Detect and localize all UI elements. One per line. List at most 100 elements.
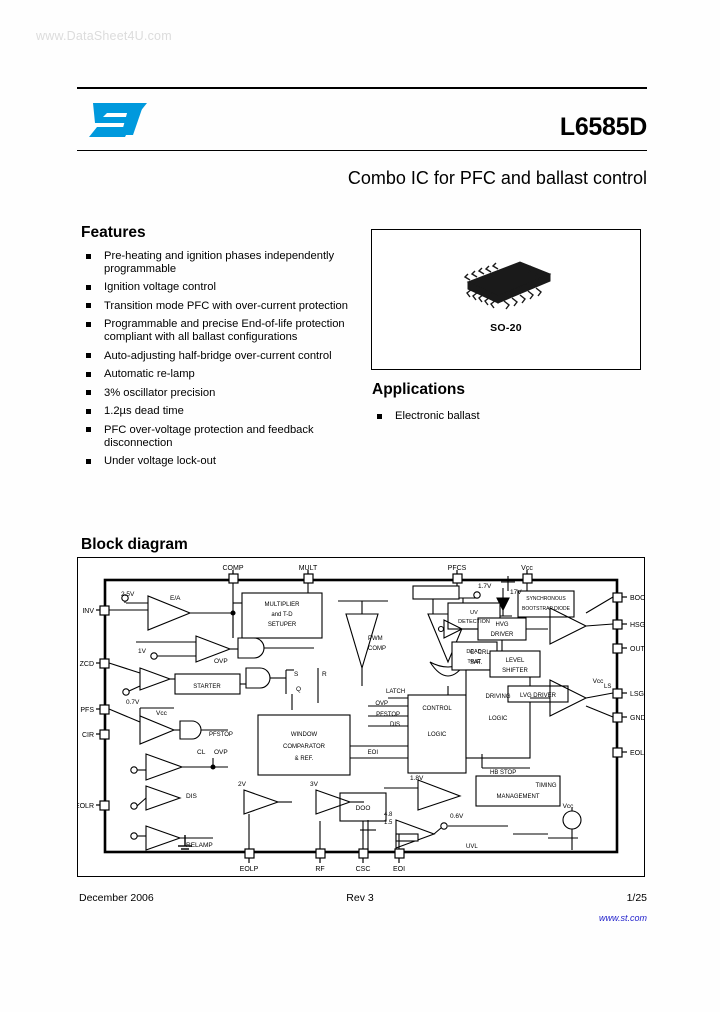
signal-label-17v-zener: 17V [510,589,522,596]
pin-label-vcc: Vcc [521,565,533,572]
signal-label-relamp: RELAMP [186,842,213,849]
block-label-lvg: LVG DRIVER [520,693,557,699]
block-label-uv: UV [470,610,478,616]
st-logo [89,103,147,137]
signal-label-q: Q [296,686,301,693]
list-item: Pre-heating and ignition phases independ… [83,250,358,275]
applications-heading: Applications [372,381,466,398]
signal-label-ovp: OVP [375,701,388,707]
signal-label-pwm2: COMP [368,646,386,652]
signal-label-pwm: PWM [368,636,383,642]
pin-label-csc: CSC [356,866,371,873]
list-item: PFC over-voltage protection and feedback… [83,424,358,449]
pin-label-cir: CIR [82,732,94,739]
block-label-timing2: MANAGEMENT [496,794,539,800]
pin-label-rf: RF [315,866,324,873]
signal-label-ea: E/A [170,595,181,602]
watermark-text: www.DataSheet4U.com [36,29,172,43]
pin-label-inv: INV [82,608,94,615]
list-item: 3% oscillator precision [83,387,358,400]
list-item: Automatic re-lamp [83,368,358,381]
block-label-control: CONTROL [422,706,452,712]
block-label-hvg2: DRIVER [491,632,514,638]
footer-revision: Rev 3 [346,892,374,904]
pin-label-pfcs: PFCS [448,565,467,572]
block-label-drvlogic: LOGIC [489,716,508,722]
signal-label-ls: LS [604,684,611,690]
block-diagram-heading: Block diagram [81,536,188,553]
block-label-sync: SYNCHRONOUS [526,596,566,602]
package-box: SO-20 [371,229,641,370]
signal-label-vcc-lvg: Vcc [593,678,605,685]
features-heading: Features [81,224,146,241]
signal-label-s: S [294,671,299,678]
pin-label-hsg: HSG [630,622,644,629]
pin-label-eolp: EOLP [240,866,259,873]
signal-label-2v: 2V [238,781,247,788]
signal-label-ovp-top: OVP [214,658,228,665]
block-label-window3: & REF. [295,756,314,762]
signal-label-25v: 2.5V [121,591,135,598]
signal-label-hbstop: HB STOP [490,770,516,776]
footer-url-link[interactable]: www.st.com [598,913,647,923]
block-diagram-svg: COMP MULT PFCS Vcc INV ZCD PFS CIR EOLR … [78,565,644,873]
header-rule-top [77,87,647,89]
so20-package-icon [463,261,552,310]
signal-label-vcc-left: Vcc [156,710,168,717]
pin-label-mult: MULT [299,565,318,572]
features-list: Pre-heating and ignition phases independ… [83,250,358,474]
signal-label-vcc-right: Vcc [563,803,575,810]
pin-label-eols: EOLS [630,750,644,757]
block-label-starter: STARTER [193,684,221,690]
signal-label-15: 1.5 [384,820,393,826]
footer-date: December 2006 [79,892,154,904]
list-item: Transition mode PFC with over-current pr… [83,300,358,313]
block-label-sync2: BOOTSTRAP DIODE [522,606,571,612]
block-label-window2: COMPARATOR [283,744,326,750]
signal-label-dis: DIS [390,722,400,728]
footer-page-number: 1/25 [626,892,647,904]
pin-label-zcd: ZCD [80,661,94,668]
signal-label-pfstop-left: PFSTOP [209,732,233,738]
signal-label-18v: 1.8V [410,775,424,782]
page-title: L6585D [559,113,647,141]
block-label-level2: SHIFTER [502,668,528,674]
list-item: Programmable and precise End-of-life pro… [83,318,358,343]
pin-label-eoi: EOI [393,866,405,873]
signal-label-1v: 1V [138,648,147,655]
signal-label-48: 4.8 [384,812,393,818]
signal-label-uvl: UVL [466,844,478,850]
signal-label-latch: LATCH [386,689,405,695]
signal-label-dis2: DIS [186,793,198,800]
signal-label-17v: 1.7V [478,583,492,590]
signal-label-cl: CL [197,749,206,756]
block-label-logic: LOGIC [428,732,447,738]
signal-label-3v: 3V [310,781,319,788]
page-subtitle: Combo IC for PFC and ballast control [347,168,647,188]
pin-label-pfs: PFS [80,707,94,714]
pin-label-lsg: LSG [630,691,644,698]
block-label-multiplier: MULTIPLIER [265,602,301,608]
block-label-uv2: DETECTION [458,619,490,625]
block-label-hvg: HVG [495,622,508,628]
applications-list: Electronic ballast [374,410,624,429]
block-label-deadtime2: TIME [467,659,480,665]
block-label-window: WINDOW [291,732,318,738]
block-diagram-frame: COMP MULT PFCS Vcc INV ZCD PFS CIR EOLR … [77,557,645,877]
block-label-timing: TIMING [536,783,557,789]
list-item: Under voltage lock-out [83,455,358,468]
list-item: Auto-adjusting half-bridge over-current … [83,350,358,363]
block-label-multiplier3: SETUPER [268,622,297,628]
signal-label-eoi: EOI [368,750,379,756]
pin-label-eolr: EOLR [78,803,94,810]
signal-label-06v: 0.6V [450,813,464,820]
list-item: Ignition voltage control [83,281,358,294]
block-label-deadtime: DEAD [466,649,481,655]
list-item: Electronic ballast [374,410,624,423]
signal-label-r: R [322,671,327,678]
signal-label-cursat: C. CRL [470,650,490,656]
pin-label-gnd: GND [630,715,644,722]
pin-label-out: OUT [630,646,644,653]
package-label: SO-20 [490,322,522,334]
